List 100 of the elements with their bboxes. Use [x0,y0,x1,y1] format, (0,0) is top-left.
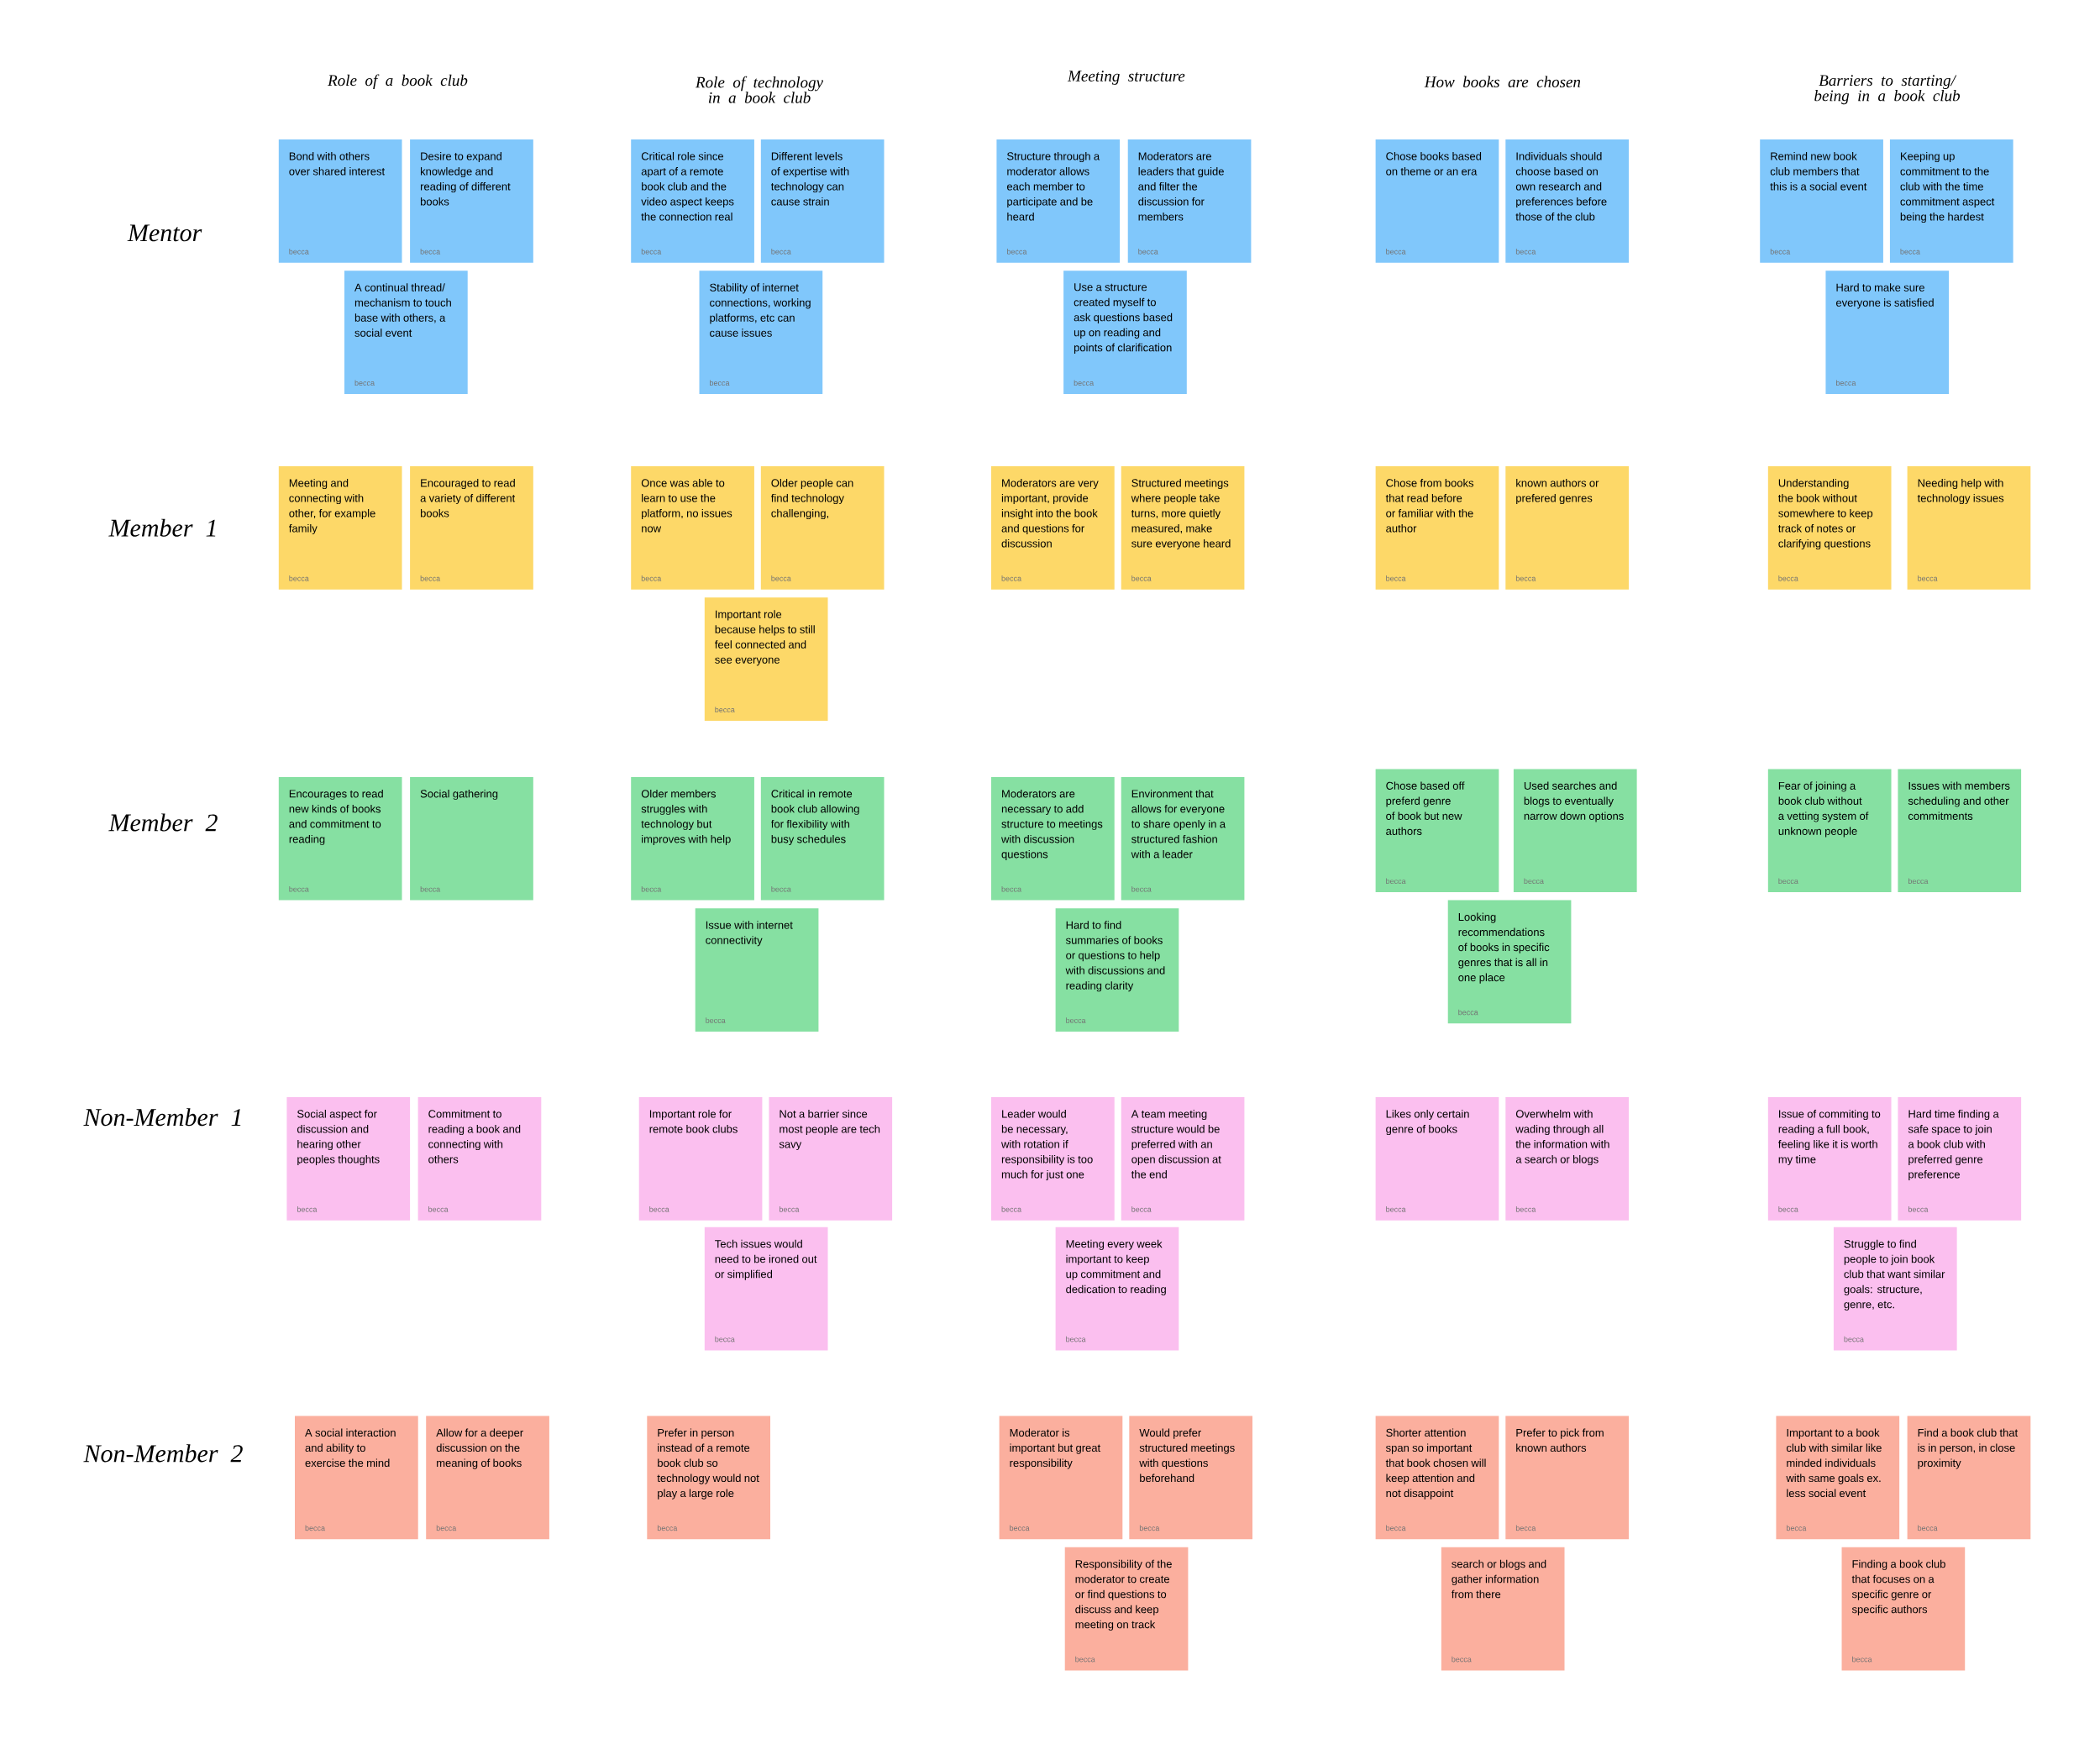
column-heading: Meeting structure [1067,71,1185,85]
column-heading: Barriers to starting/ being in a book club [1814,75,1961,105]
author-name: becca [1386,1525,1406,1531]
note-text: Keeping up commitment to the club with the time commitment aspect being the hardest [1900,152,1995,223]
author-name: becca [1778,1206,1798,1212]
author-name: becca [1074,380,1095,386]
sticky-note [1776,1416,1900,1540]
note-text: Not a barrier since most people are tech savy [779,1110,880,1151]
author-name: becca [1386,878,1406,885]
sticky-note [631,776,754,901]
row-label: Non-Member 1 [83,1108,241,1127]
sticky-note [991,466,1115,590]
note-text: Would prefer structured meetings with questions beforehand [1139,1428,1235,1483]
note-text: Looking recommendations of books in specific genres that is all in one place [1458,912,1550,984]
note-text: Leader would be necessary, with rotation if responsibility is too much for just one [1001,1110,1093,1181]
note-text: Chose books based on theme or an era [1386,152,1482,176]
sticky-note [699,271,823,394]
note-text: Issue with internet connectivity [706,921,793,947]
author-name: becca [420,249,441,255]
sticky-note [1447,900,1572,1024]
note-text: Hard time finding a safe space to join a book club with preferred genre preference [1908,1110,1999,1181]
author-name: becca [1918,575,1938,581]
sticky-note [638,1097,763,1221]
author-name: becca [1918,1525,1938,1531]
author-name: becca [1836,380,1856,386]
sticky-note [1063,271,1187,394]
note-text: Hard to find summaries of books or questions to help with discussions and reading clarity [1065,921,1165,992]
sticky-note [999,1416,1123,1540]
author-name: becca [657,1525,678,1531]
note-text: Tech issues would need to be ironed out or simplified [715,1239,817,1280]
sticky-note [704,1227,828,1351]
note-text: Responsibility of the moderator to create or find questions to discuss and keep meeting on track [1075,1559,1172,1631]
sticky-note [1375,1097,1499,1221]
author-name: becca [1900,249,1920,255]
author-name: becca [1131,575,1152,581]
author-name: becca [1001,886,1022,892]
note-text: Older members struggles with technology but improves with help [641,789,731,845]
sticky-note [996,139,1121,263]
sticky-note [631,139,754,263]
author-name: becca [1001,1206,1022,1212]
note-text: Encourages to read new kinds of books and commitment to reading [289,789,383,845]
note-text: Moderators are leaders that guide and filter the discussion for members [1138,152,1224,221]
sticky-note [769,1097,893,1221]
sticky-note [278,466,402,590]
author-name: becca [420,575,441,581]
author-name: becca [354,380,375,386]
note-text: Struggle to find people to join book club that want similar goals: structure, genre, etc. [1844,1239,1945,1311]
author-name: becca [780,1206,800,1212]
note-text: Desire to expand knowledge and reading of different books [420,152,511,206]
sticky-note [1889,139,2013,263]
note-text: Understanding the book without somewhere to keep track of notes or clarifying questions [1778,479,1873,550]
sticky-note [1825,271,1950,394]
author-name: becca [289,249,309,255]
author-name: becca [1386,1206,1406,1212]
author-name: becca [1778,878,1798,885]
sticky-note [1907,466,2031,590]
sticky-note [1375,139,1499,263]
note-text: Individuals should choose based on own research and preferences before those of the club [1515,152,1607,221]
author-name: becca [1770,249,1791,255]
sticky-note [1898,1097,2022,1221]
sticky-note [1767,769,1892,893]
note-text: Chose based off preferd genre of book but new authors [1386,781,1465,835]
author-name: becca [428,1206,449,1212]
author-name: becca [1386,249,1406,255]
sticky-note [1121,1097,1245,1221]
column-heading: How books are chosen [1424,76,1581,87]
row-label: Non-Member 2 [83,1444,243,1463]
author-name: becca [641,886,662,892]
sticky-note [417,1097,542,1221]
note-text: Prefer in person instead of a remote book club so technology would not play a large role [657,1428,759,1500]
note-text: Older people can find technology challenging, [771,479,853,520]
author-name: becca [1131,1206,1152,1212]
note-text: Important role because helps to still feel connected and see everyone [715,610,815,666]
sticky-note [344,271,468,394]
note-text: Critical role since apart of a remote book club and the video aspect keeps the connection real [641,152,734,221]
author-name: becca [1778,575,1798,581]
note-text: Allow for a deeper discussion on the meaning of books [436,1428,523,1469]
author-name: becca [1515,249,1536,255]
sticky-note [1375,769,1499,893]
author-name: becca [715,707,735,712]
sticky-note [1505,466,1629,590]
note-text: Needing help with technology issues [1917,479,2004,505]
note-text: Shorter attention span so important that book chosen will keep attention and not disappoint [1385,1428,1486,1500]
sticky-note [991,1097,1115,1221]
column-heading: Role of a book club [328,74,468,89]
note-text: Overwhelm with wading through all the information with a search or blogs [1515,1110,1609,1166]
note-text: Encouraged to read a variety of different books [420,479,516,517]
sticky-note [278,776,402,901]
author-name: becca [641,249,662,255]
note-text: Structured meetings where people take turns, more quietly measured, make sure everyone heard [1131,479,1231,550]
note-text: Issue of commiting to reading a full book, feeling like it is worth my time [1778,1110,1881,1166]
author-name: becca [1139,1525,1160,1531]
author-name: becca [710,380,730,386]
sticky-note [1375,1416,1499,1540]
author-name: becca [1852,1656,1872,1663]
note-text: Hard to make sure everyone is satisfied [1835,283,1934,309]
note-text: Find a book club that is in person, in close proximity [1918,1428,2019,1469]
note-text: A continual thread/ mechanism to touch base with others, a social event [354,283,451,337]
note-text: Meeting every week important to keep up commitment and dedication to reading [1066,1239,1166,1295]
sticky-note [1505,1416,1629,1540]
